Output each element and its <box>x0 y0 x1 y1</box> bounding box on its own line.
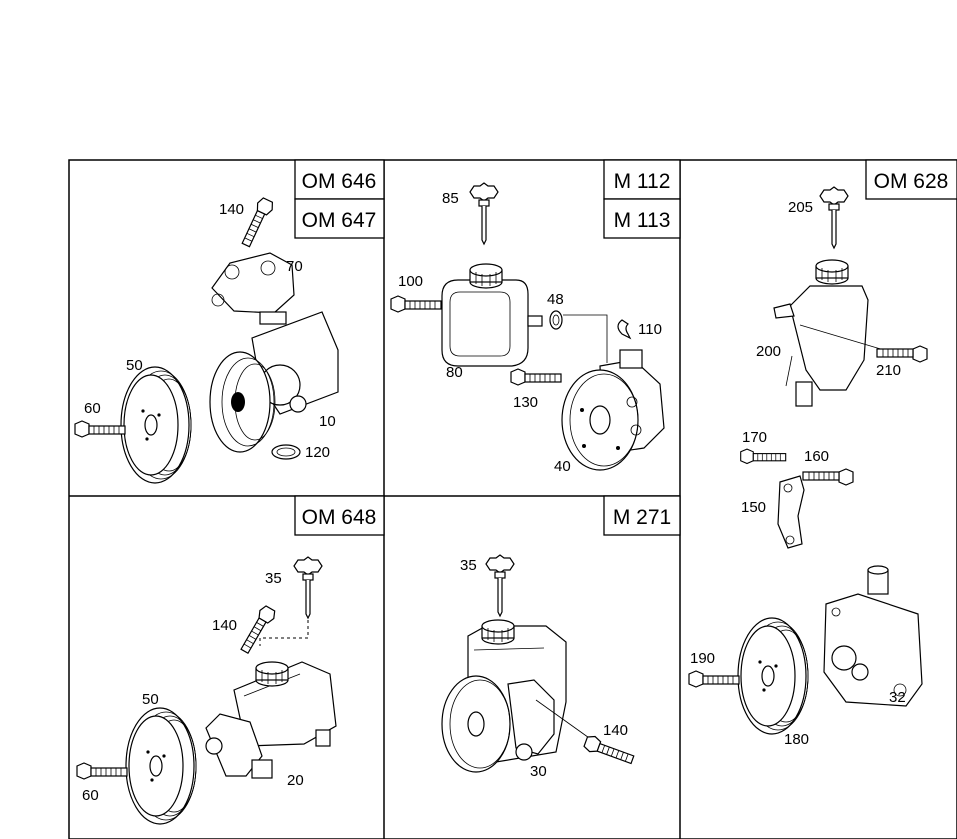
pump-40 <box>561 349 665 471</box>
leader-line <box>535 699 593 741</box>
pulley-50 <box>125 707 197 825</box>
callout-170: 170 <box>742 429 767 446</box>
bracket-70 <box>211 252 295 314</box>
reservoir-200 <box>773 259 869 407</box>
engine-label-om646: OM 646 <box>294 159 385 200</box>
svg-text:OM 628: OM 628 <box>874 170 949 193</box>
panel-om646-om647: 140 70 50 60 10 120 <box>74 196 339 484</box>
pulley-50 <box>120 366 192 484</box>
engine-label-m112: M 112 <box>603 159 681 200</box>
svg-text:M 271: M 271 <box>613 506 671 529</box>
pump-20 <box>205 661 337 779</box>
bolt-130 <box>510 368 562 386</box>
callout-200: 200 <box>756 343 781 360</box>
bolt-210 <box>876 345 928 363</box>
callout-60: 60 <box>84 400 101 417</box>
dipstick-35 <box>293 556 323 619</box>
bolt-140 <box>237 603 278 657</box>
leader-line <box>799 324 885 351</box>
bolt-60 <box>74 420 126 438</box>
callout-35: 35 <box>460 557 477 574</box>
svg-text:M 113: M 113 <box>614 209 671 232</box>
callout-140: 140 <box>219 201 244 218</box>
callout-100: 100 <box>398 273 423 290</box>
clamp-120 <box>271 444 301 460</box>
pump-10 <box>209 311 339 453</box>
pump-32 <box>823 565 923 707</box>
callout-190: 190 <box>690 650 715 667</box>
leader-line <box>259 620 309 646</box>
callout-60: 60 <box>82 787 99 804</box>
callout-32: 32 <box>889 689 906 706</box>
dipstick-205 <box>819 186 849 249</box>
seal-48 <box>549 310 563 330</box>
callout-110: 110 <box>638 321 662 338</box>
callout-120: 120 <box>305 444 330 461</box>
callout-35: 35 <box>265 570 282 587</box>
callout-150: 150 <box>741 499 766 516</box>
engine-label-m271: M 271 <box>603 495 681 536</box>
diagram-frame <box>68 159 957 839</box>
pulley-180 <box>737 617 809 735</box>
callout-160: 160 <box>804 448 829 465</box>
svg-text:OM 647: OM 647 <box>302 209 377 232</box>
bolt-140 <box>238 196 276 250</box>
engine-label-m113: M 113 <box>603 198 681 239</box>
dipstick-35 <box>485 554 515 617</box>
callout-50: 50 <box>126 357 143 374</box>
panel-om628: 205 200 210 170 160 150 190 180 32 <box>688 186 928 748</box>
bolt-190 <box>688 670 740 688</box>
bolt-60 <box>76 762 128 780</box>
callout-85: 85 <box>442 190 459 207</box>
callout-140: 140 <box>603 722 628 739</box>
callout-40: 40 <box>554 458 571 475</box>
bolt-100 <box>390 295 442 313</box>
callout-80: 80 <box>446 364 463 381</box>
bolt-170 <box>740 448 787 465</box>
callout-48: 48 <box>547 291 564 308</box>
callout-130: 130 <box>513 394 538 411</box>
panel-om648: 35 140 50 60 20 <box>76 556 337 825</box>
callout-50: 50 <box>142 691 159 708</box>
callout-70: 70 <box>286 258 303 275</box>
svg-text:OM 646: OM 646 <box>302 170 377 193</box>
engine-label-om647: OM 647 <box>294 198 385 239</box>
bracket-150 <box>777 475 805 549</box>
callout-30: 30 <box>530 763 547 780</box>
bolt-160 <box>802 468 854 486</box>
leader-line <box>563 314 608 363</box>
reservoir-80 <box>441 263 543 367</box>
panel-m271: 35 140 30 <box>441 554 637 780</box>
callout-10: 10 <box>319 413 336 430</box>
engine-label-om628: OM 628 <box>865 159 957 200</box>
panel-m112-m113: 85 100 48 110 80 130 40 <box>390 182 665 475</box>
dipstick-85 <box>469 182 499 245</box>
callout-140: 140 <box>212 617 237 634</box>
svg-text:OM 648: OM 648 <box>302 506 377 529</box>
engine-label-om648: OM 648 <box>294 495 385 536</box>
callout-180: 180 <box>784 731 809 748</box>
callout-210: 210 <box>876 362 901 379</box>
callout-205: 205 <box>788 199 813 216</box>
clip-110 <box>617 319 632 340</box>
callout-20: 20 <box>287 772 304 789</box>
svg-text:M 112: M 112 <box>614 170 671 193</box>
pump-30 <box>441 619 567 773</box>
